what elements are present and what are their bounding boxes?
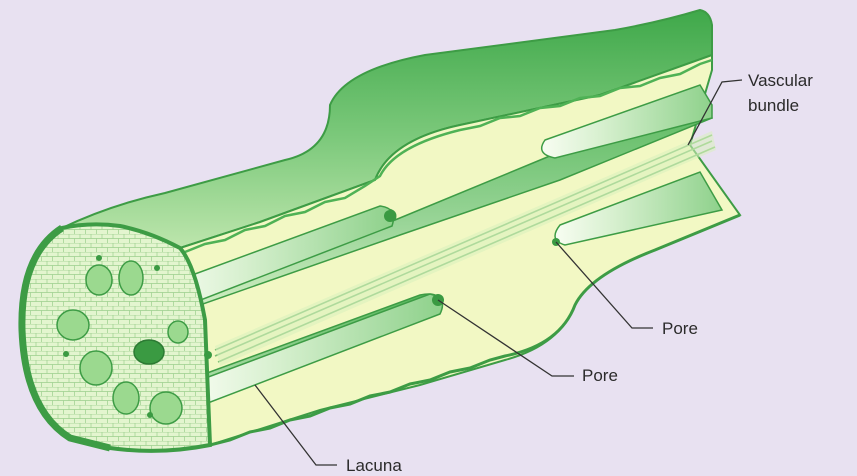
lacuna-section-3	[57, 310, 89, 340]
cell-dot-3	[63, 351, 69, 357]
label-vascular-line1: Vascular	[748, 71, 813, 90]
label-vascular-line2: bundle	[748, 96, 799, 115]
cell-dot-1	[96, 255, 102, 261]
lacuna-section-7	[168, 321, 188, 343]
lacuna-section-6	[150, 392, 182, 424]
label-lacuna: Lacuna	[346, 456, 402, 475]
label-pore-upper: Pore	[662, 319, 698, 338]
lacuna-section-5	[113, 382, 139, 414]
lacuna-section-4	[80, 351, 112, 385]
cell-dot-2	[154, 265, 160, 271]
cell-dot-5	[204, 351, 212, 359]
pore-dot-upper	[384, 210, 396, 222]
vascular-bundle-section	[134, 340, 164, 364]
label-pore-lower: Pore	[582, 366, 618, 385]
cell-dot-4	[147, 412, 153, 418]
lacuna-section-1	[86, 265, 112, 295]
lacuna-section-2	[119, 261, 143, 295]
